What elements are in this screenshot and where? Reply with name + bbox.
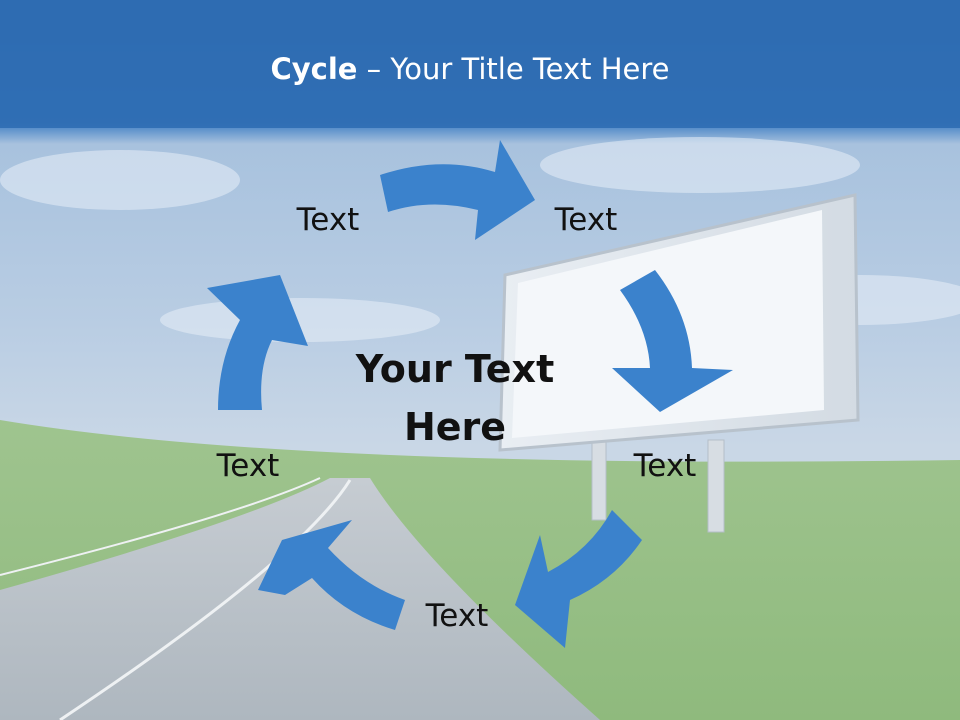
arrow-top: [380, 140, 535, 240]
center-text: Your Text Here: [330, 340, 580, 456]
label-top-left: Text: [296, 202, 360, 238]
header-band: [0, 0, 960, 128]
center-text-line2: Here: [403, 405, 507, 449]
title-bold: Cycle: [270, 52, 358, 86]
road-line: [59, 479, 352, 720]
label-left: Text: [216, 448, 280, 484]
arrow-right: [612, 270, 733, 412]
road-edge: [0, 477, 321, 576]
title-rest: – Your Title Text Here: [357, 52, 670, 86]
arrow-bottom-right: [515, 510, 642, 648]
label-bottom: Text: [425, 598, 489, 634]
slide-title: Cycle – Your Title Text Here: [0, 52, 940, 86]
billboard-post-right: [707, 439, 725, 533]
label-top-right: Text: [554, 202, 618, 238]
arrow-left: [207, 275, 308, 410]
center-text-line1: Your Text: [355, 347, 555, 391]
label-right: Text: [633, 448, 697, 484]
arrow-bottom-left: [258, 520, 405, 630]
